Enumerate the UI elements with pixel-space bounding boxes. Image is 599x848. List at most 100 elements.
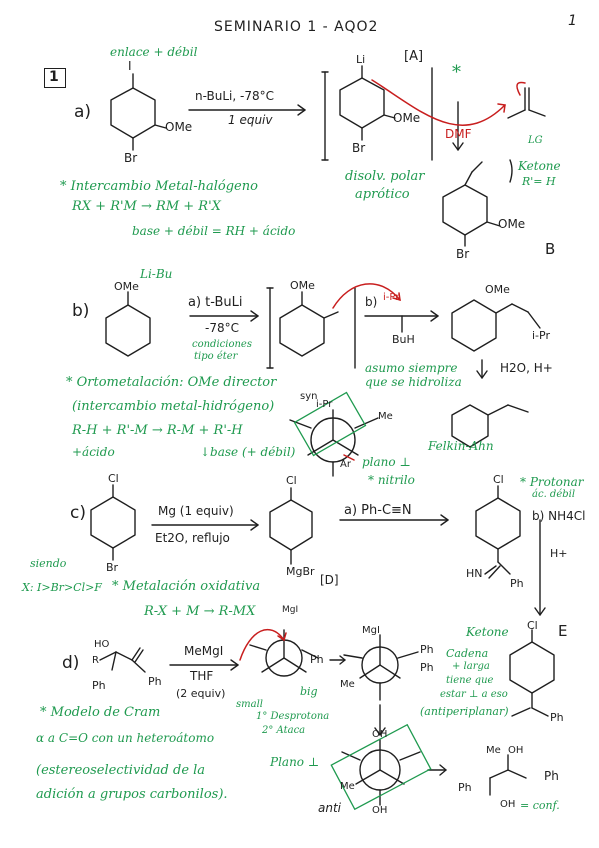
oh-newman-d3-bottom: OH bbox=[372, 805, 388, 816]
conditions-c: Et2O, reflujo bbox=[155, 531, 230, 545]
base-b: ↓base (+ débil) bbox=[200, 445, 296, 459]
ome-a-start: OMe bbox=[165, 120, 193, 134]
equation-a-1: RX + R'M → RM + R'X bbox=[72, 199, 221, 214]
iodo-label: I bbox=[128, 59, 132, 73]
ipr-b-product: i-Pr bbox=[532, 329, 550, 342]
solvent-d: THF bbox=[190, 669, 214, 683]
benzene-ring-a-product bbox=[442, 184, 488, 236]
siendo-note: siendo bbox=[30, 557, 67, 570]
equiv-a: 1 equiv bbox=[228, 113, 273, 127]
br-a-start: Br bbox=[124, 151, 138, 165]
reagent-d: MeMgI bbox=[184, 644, 224, 658]
li-bu-label: Li-Bu bbox=[140, 267, 173, 281]
weak-bond-note: enlace + débil bbox=[110, 45, 198, 59]
step-d-1: 1° Desprotona bbox=[256, 711, 330, 722]
me-newman-d2: Me bbox=[340, 679, 355, 690]
ome-a-product: OMe bbox=[498, 217, 526, 231]
ome-b-product: OMe bbox=[485, 283, 510, 296]
benzene-ring-c-ketone bbox=[509, 641, 555, 694]
mgi-d: MgI bbox=[282, 605, 299, 615]
star-a: * bbox=[452, 62, 461, 83]
chain-note-3: tiene que bbox=[446, 675, 494, 686]
assume-b-1: asumo siempre bbox=[365, 361, 458, 375]
plano-d: Plano ⊥ bbox=[270, 755, 320, 769]
newman-b-ar: Ar bbox=[340, 459, 351, 470]
plano-b: plano ⊥ bbox=[362, 455, 411, 469]
bracket-a-letter: [A] bbox=[404, 49, 424, 64]
buh-b: BuH bbox=[392, 333, 415, 346]
benzene-ring-c-imine bbox=[475, 497, 521, 550]
plano-box-b bbox=[293, 391, 367, 457]
reagent-a: n-BuLi, -78°C bbox=[195, 89, 274, 103]
explanation-c: * Metalación oxidativa bbox=[112, 579, 261, 594]
protonate-1: * Protonar bbox=[520, 475, 584, 489]
explanation-d-3: (estereoselectividad de la bbox=[36, 763, 206, 778]
chain-note-5: (antiperiplanar) bbox=[420, 705, 509, 718]
benzene-ring-c-start bbox=[90, 496, 136, 549]
page-bottom-margin bbox=[0, 820, 599, 848]
explanation-d-1: * Modelo de Cram bbox=[40, 705, 161, 720]
small-note: small bbox=[236, 699, 263, 710]
solvent-note-1: disolv. polar bbox=[345, 169, 425, 184]
problem-number-box bbox=[44, 68, 66, 88]
problem-number: 1 bbox=[49, 69, 59, 85]
ome-b-start: OMe bbox=[114, 280, 139, 293]
ph-d-1: Ph bbox=[92, 679, 106, 692]
explanation-b-1: * Ortometalación: OMe director bbox=[66, 375, 277, 390]
benzene-ring-b-start bbox=[105, 304, 151, 357]
chain-note-1: Cadena bbox=[446, 647, 489, 660]
cond-b-2: tipo éter bbox=[194, 351, 238, 362]
reagent-b: a) t-BuLi bbox=[188, 295, 243, 310]
ome-b-int: OMe bbox=[290, 279, 315, 292]
felkin-label: Felkin-Ahn bbox=[428, 439, 494, 453]
protonate-2: ác. débil bbox=[532, 489, 576, 500]
me-final: Me bbox=[486, 745, 501, 756]
lg-label: LG bbox=[528, 135, 543, 146]
part-b-label: b) bbox=[72, 301, 90, 321]
cl-c-ketone: Cl bbox=[527, 619, 538, 632]
page-title: SEMINARIO 1 - AQO2 bbox=[214, 19, 379, 35]
ph-final-2: Ph bbox=[544, 769, 559, 783]
syn-label: syn bbox=[300, 391, 318, 402]
explanation-d-4: adición a grupos carbonilos). bbox=[36, 787, 228, 802]
li-a: Li bbox=[356, 53, 366, 66]
reagent-c: Mg (1 equiv) bbox=[158, 504, 234, 518]
step-c-a: a) Ph-C≡N bbox=[344, 503, 412, 518]
mgi-newman-d2: MgI bbox=[362, 625, 380, 636]
part-a-label: a) bbox=[74, 102, 92, 122]
br-c-start: Br bbox=[106, 561, 119, 574]
benzene-ring-b-intermediate bbox=[279, 304, 325, 357]
ph-newman-d2b: Ph bbox=[420, 661, 434, 674]
ph-d-2: Ph bbox=[148, 675, 162, 688]
conf-note: = conf. bbox=[520, 799, 560, 812]
brace-ketone bbox=[509, 159, 513, 183]
explanation-d-2: α a C=O con un heteroátomo bbox=[36, 731, 215, 745]
oh-final-bottom: OH bbox=[500, 799, 516, 810]
ketone-note-c: Ketone bbox=[466, 625, 509, 639]
red-arrow-a bbox=[371, 79, 506, 126]
cond-b-1: condiciones bbox=[192, 339, 252, 350]
equiv-d: (2 equiv) bbox=[176, 687, 226, 700]
imine-hn: HN bbox=[466, 567, 483, 580]
benzene-ring-a-start bbox=[110, 87, 156, 139]
cl-c-start: Cl bbox=[108, 472, 119, 485]
oh-newman-d3-top: OH bbox=[372, 729, 388, 740]
solvent-note-2: aprótico bbox=[355, 187, 410, 202]
chain-note-4: estar ⊥ a eso bbox=[440, 689, 508, 700]
part-c-label: c) bbox=[70, 503, 86, 523]
page-number: 1 bbox=[568, 13, 577, 29]
workup-b: H2O, H+ bbox=[500, 361, 553, 375]
explanation-b-2: (intercambio metal-hidrógeno) bbox=[72, 399, 275, 414]
step-b-b: b) bbox=[365, 295, 378, 309]
r-note-a: R'= H bbox=[522, 175, 556, 188]
ketone-note-a: Ketone bbox=[518, 159, 561, 173]
bracket-d-letter: [D] bbox=[320, 573, 339, 587]
red-arrow-b bbox=[332, 283, 401, 309]
chain-note-2: + larga bbox=[452, 661, 490, 672]
ph-newman-d2: Ph bbox=[420, 643, 434, 656]
equation-c: R-X + M → R-MX bbox=[144, 604, 256, 619]
equation-a-2: base + débil = RH + ácido bbox=[132, 224, 296, 238]
part-d-label: d) bbox=[62, 653, 80, 673]
